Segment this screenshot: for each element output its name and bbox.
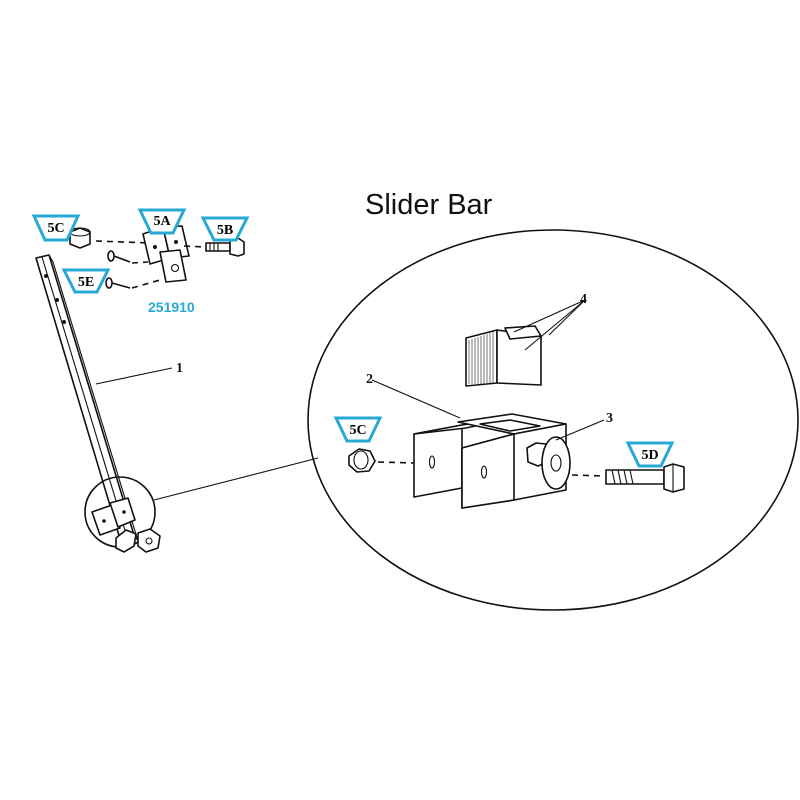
badge-5c-top: 5C xyxy=(31,214,81,242)
badge-5b: 5B xyxy=(200,216,250,242)
nut-5c-small xyxy=(69,227,91,249)
svg-text:5A: 5A xyxy=(153,214,171,229)
dash-5a-5b xyxy=(183,245,207,248)
callout-1: 1 xyxy=(176,361,183,376)
hardware-kit: 251910 xyxy=(69,225,245,315)
callout-4: 4 xyxy=(580,292,587,307)
bracket-5a xyxy=(142,225,190,283)
slider-bar-tube xyxy=(35,254,139,542)
badge-5d: 5D xyxy=(625,441,675,468)
svg-text:5E: 5E xyxy=(78,275,94,290)
bracket-small xyxy=(91,497,161,553)
bolt-5d xyxy=(571,463,685,493)
slider-bar-overview: 1 xyxy=(35,254,319,553)
spacer-part-3: 3 xyxy=(526,411,613,490)
part-number-label: 251910 xyxy=(148,299,195,315)
screws-5e xyxy=(105,250,161,289)
svg-text:5D: 5D xyxy=(641,448,658,463)
svg-text:5B: 5B xyxy=(217,223,233,238)
nut-5c-detail xyxy=(348,448,415,473)
zoom-leader-line xyxy=(153,457,319,501)
badge-5a: 5A xyxy=(137,208,187,235)
badge-5c-detail: 5C xyxy=(333,416,383,443)
diagram-title: Slider Bar xyxy=(365,189,493,221)
svg-text:5C: 5C xyxy=(47,221,64,236)
detail-ellipse xyxy=(307,229,799,611)
badge-5e: 5E xyxy=(61,268,111,294)
callout-1-leader xyxy=(95,367,173,385)
svg-text:5C: 5C xyxy=(349,423,366,438)
bolt-5b xyxy=(205,237,245,257)
callout-3: 3 xyxy=(606,411,613,426)
callout-2: 2 xyxy=(366,372,373,387)
bracket-part-2: 2 xyxy=(366,372,567,509)
pad-part-4: 4 xyxy=(465,292,587,387)
dash-5c-5a xyxy=(95,240,151,244)
